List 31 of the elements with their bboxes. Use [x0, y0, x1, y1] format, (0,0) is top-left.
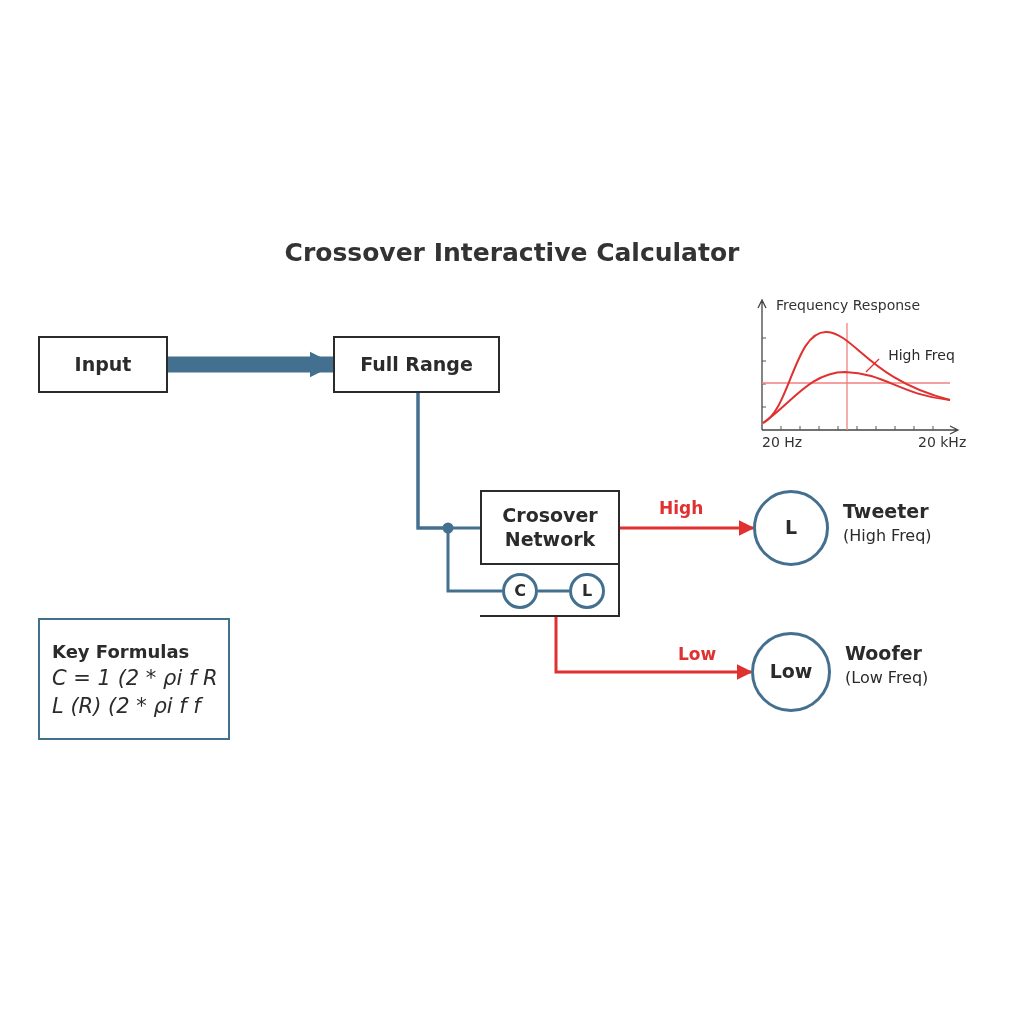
connector-line	[416, 393, 502, 593]
node-label: Low	[769, 660, 813, 684]
formula-panel	[38, 618, 230, 740]
axis-tick-label: 20 Hz	[762, 434, 803, 450]
node-label: L	[784, 516, 798, 540]
node-label: Full Range	[360, 352, 473, 377]
edge-label: High	[657, 498, 706, 518]
connector-line	[538, 589, 569, 593]
process-box	[38, 336, 168, 393]
arrow	[554, 617, 753, 680]
frequency-note: (High Freq)	[843, 526, 932, 545]
component-circle	[569, 573, 605, 609]
diagram-title: Crossover Interactive Calculator	[283, 238, 741, 267]
chart-annotation: High Freq	[879, 343, 964, 367]
speaker-name: Tweeter	[843, 500, 929, 522]
formula-text: C = 1 (2 * ρi f R	[52, 665, 218, 690]
panel-heading: Key Formulas	[52, 640, 190, 662]
component-circle	[502, 573, 538, 609]
component-box	[480, 565, 620, 617]
chart-title: Frequency Response	[776, 297, 920, 313]
process-box	[333, 336, 500, 393]
axis-tick-label: 20 kHz	[918, 434, 967, 450]
speaker-name: Woofer	[845, 642, 922, 664]
arrow	[620, 520, 755, 536]
node-label: L	[581, 581, 593, 601]
node-label: Crosover Network	[501, 503, 599, 552]
process-box	[480, 490, 620, 565]
frequency-note: (Low Freq)	[845, 668, 929, 687]
node-label: Input	[74, 352, 132, 377]
node-label: C	[514, 581, 526, 601]
leader-line	[865, 358, 880, 373]
